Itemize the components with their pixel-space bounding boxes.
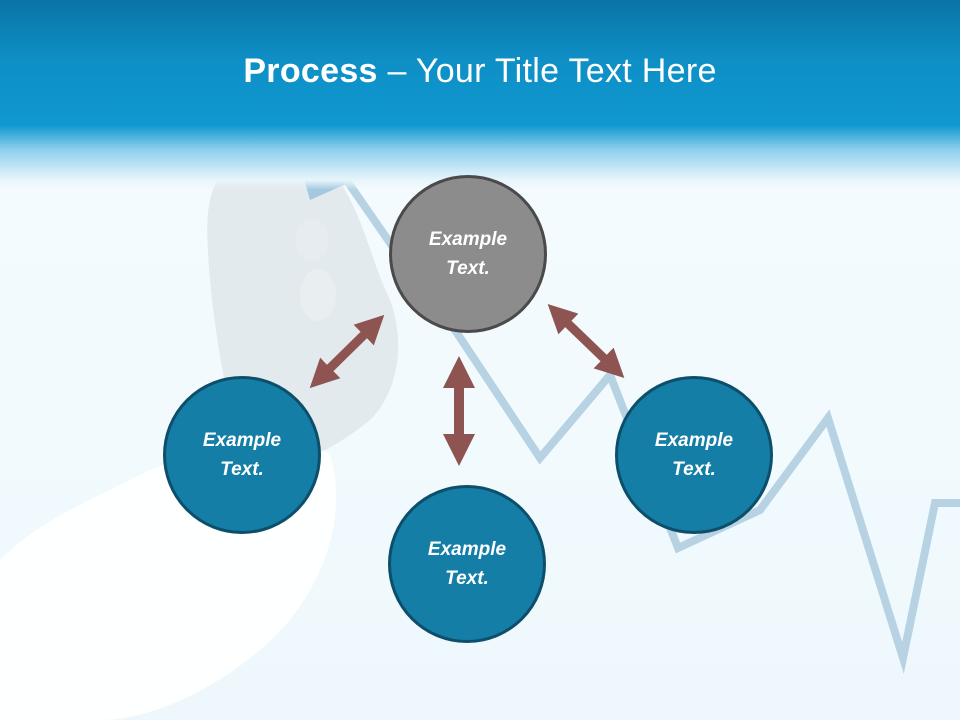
- process-node-left-text: Example Text.: [202, 430, 282, 480]
- process-node-right-text: Example Text.: [654, 430, 734, 480]
- process-node-right: Example Text.: [615, 376, 773, 534]
- thumb-shape: [296, 218, 328, 262]
- process-node-left: Example Text.: [163, 376, 321, 534]
- slide-title-bold: Process: [243, 52, 378, 90]
- finger-shape: [300, 269, 336, 321]
- title-bar: [0, 0, 960, 190]
- process-node-bottom-text: Example Text.: [427, 539, 507, 589]
- arrow-top-right: [547, 304, 625, 378]
- slide-title-rest: – Your Title Text Here: [377, 52, 717, 90]
- process-node-top-text: Example Text.: [428, 229, 508, 279]
- process-node-bottom: Example Text.: [388, 485, 546, 643]
- slide-title: Process – Your Title Text Here: [0, 52, 960, 91]
- arrow-top-left: [309, 314, 385, 389]
- process-node-top: Example Text.: [389, 175, 547, 333]
